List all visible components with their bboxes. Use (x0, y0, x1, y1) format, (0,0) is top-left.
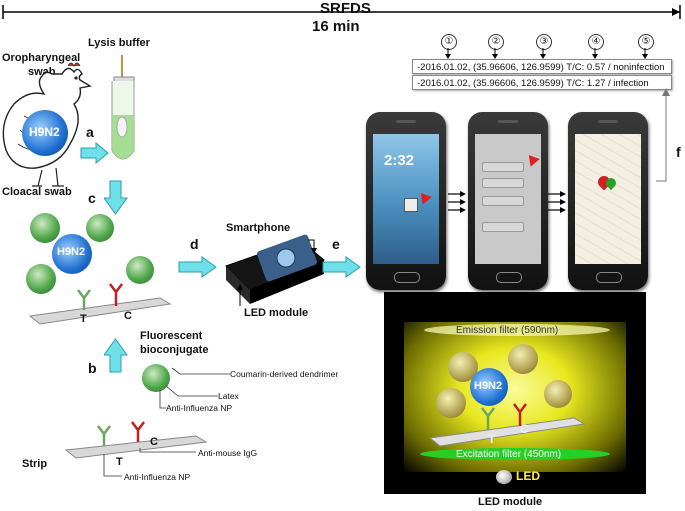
app-menu-button[interactable] (482, 178, 524, 188)
phone-app-menu (468, 112, 548, 290)
app-menu-button[interactable] (482, 196, 524, 206)
bead (126, 256, 154, 284)
app-menu-button[interactable] (482, 162, 524, 172)
result-number-5: ⑤ (638, 34, 654, 50)
bead (30, 213, 60, 243)
bead (544, 380, 572, 408)
h9n2-label: H9N2 (474, 380, 503, 392)
strip-label: Strip (22, 458, 48, 470)
app-menu-button[interactable] (482, 222, 524, 232)
step-d-arrow (178, 256, 217, 278)
phone-flow-arrows (448, 191, 566, 213)
module-t-label: T (488, 432, 496, 446)
step-c-label: c (88, 190, 96, 206)
phone-home-screen: 2:32 (366, 112, 446, 290)
led-device (225, 234, 325, 306)
excitation-filter (420, 448, 610, 460)
bioconjugate-label: bioconjugate (140, 344, 209, 356)
strip-c-label: C (124, 310, 132, 322)
step-e-label: e (332, 236, 340, 252)
bead (26, 264, 56, 294)
step-f-label: f (676, 144, 681, 160)
strip-top (28, 283, 172, 325)
led-module-label: LED module (244, 307, 309, 319)
step-f-arrow (656, 88, 670, 182)
app-icon[interactable] (404, 198, 418, 212)
step-a-label: a (86, 124, 94, 140)
fluorescent-label: Fluorescent (140, 330, 203, 342)
strip-in-module (428, 403, 586, 447)
emission-filter (424, 324, 610, 336)
lysis-tube (111, 55, 135, 160)
module-c-label: C (520, 422, 529, 436)
result-number-2: ② (488, 34, 504, 50)
h9n2-virus-icon (22, 110, 68, 156)
oropharyngeal-label: Oropharyngeal (2, 52, 81, 64)
anti-np-label-2: Anti-Influenza NP (124, 472, 191, 482)
bead (508, 344, 538, 374)
step-a-arrow (80, 142, 109, 164)
strip-t-label: T (80, 313, 87, 325)
phone-clock: 2:32 (384, 152, 415, 169)
result-line-noninfection: -2016.01.02, (35.96606, 126.9599) T/C: 0… (412, 59, 672, 74)
anti-np-label-1: Anti-Influenza NP (166, 403, 233, 413)
bead (436, 388, 466, 418)
h9n2-virus-icon (470, 368, 508, 406)
led-icon (496, 470, 512, 484)
timeline-bar (2, 5, 681, 19)
bioconjugate-leaders (159, 367, 230, 409)
phone-map-screen (568, 112, 648, 290)
emission-filter-label: Emission filter (590nm) (456, 325, 559, 336)
h9n2-virus-icon (52, 234, 92, 274)
coumarin-label: Coumarin-derived dendrimer (230, 369, 339, 379)
smartphone-label: Smartphone (226, 222, 291, 234)
lysis-buffer-label: Lysis buffer (88, 37, 150, 49)
step-b-arrow (104, 338, 128, 373)
strip-bottom-t-label: T (116, 456, 123, 468)
strip-bottom (64, 421, 208, 477)
cloacal-swab-label: Cloacal swab (2, 186, 72, 198)
step-e-arrow (322, 256, 361, 278)
bead (86, 214, 114, 242)
led-module-bottom-label: LED module (478, 496, 543, 508)
result-number-1: ① (441, 34, 457, 50)
led-module-box: Emission filter (590nm) H9N2 T C Excitat… (384, 292, 646, 494)
header-time: 16 min (312, 18, 360, 35)
strip-bottom-c-label: C (150, 436, 158, 448)
step-d-label: d (190, 236, 199, 252)
step-c-arrow (104, 180, 128, 215)
latex-label: Latex (218, 391, 239, 401)
excitation-filter-label: Excitation filter (450nm) (456, 449, 562, 460)
bioconjugate-bead (142, 364, 170, 392)
result-number-3: ③ (536, 34, 552, 50)
h9n2-label: H9N2 (29, 125, 60, 139)
result-number-4: ④ (588, 34, 604, 50)
step-b-label: b (88, 360, 97, 376)
result-line-infection: -2016.01.02, (35.96606, 126.9599) T/C: 1… (412, 75, 672, 90)
h9n2-label: H9N2 (57, 246, 86, 258)
anti-mouse-igg-label: Anti-mouse IgG (198, 448, 258, 458)
led-label: LED (516, 469, 540, 483)
result-pointers (445, 48, 648, 59)
